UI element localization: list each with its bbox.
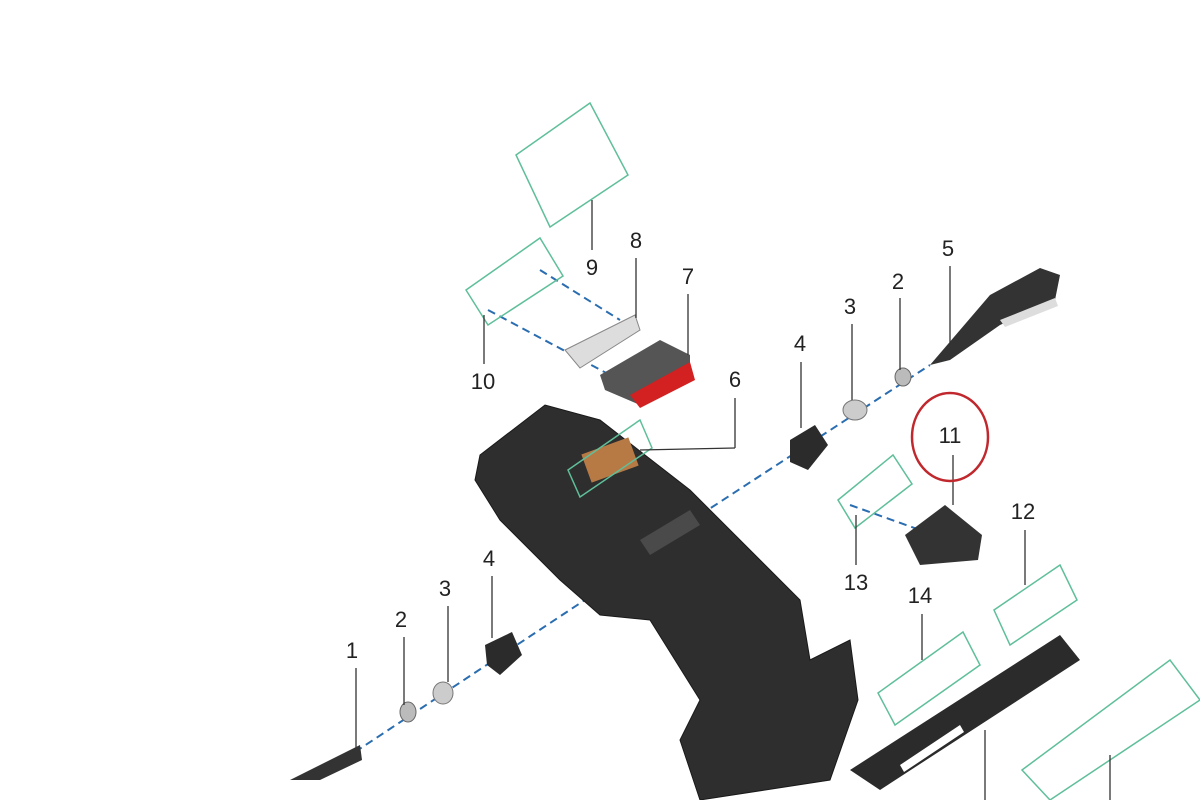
license-plate-bracket bbox=[850, 635, 1080, 790]
turn-signal-right bbox=[930, 268, 1060, 365]
label-part-13: 13 bbox=[843, 570, 869, 595]
light-bracket bbox=[564, 314, 641, 369]
label-part-2: 2 bbox=[394, 607, 408, 632]
label-part-4: 4 bbox=[793, 331, 807, 356]
rear-fender-bracket bbox=[474, 404, 859, 800]
label-part-6: 6 bbox=[728, 367, 742, 392]
reflector-bracket bbox=[905, 505, 982, 565]
label-part-5: 5 bbox=[941, 236, 955, 261]
label-part-4: 4 bbox=[482, 546, 496, 571]
label-part-3: 3 bbox=[438, 576, 452, 601]
label-part-14: 14 bbox=[907, 583, 933, 608]
label-part-2: 2 bbox=[891, 269, 905, 294]
highlight-circle bbox=[910, 391, 990, 483]
label-part-12: 12 bbox=[1010, 499, 1036, 524]
label-part-8: 8 bbox=[629, 228, 643, 253]
part-6-pad bbox=[581, 437, 639, 483]
label-part-10: 10 bbox=[470, 369, 496, 394]
label-part-3: 3 bbox=[843, 294, 857, 319]
label-part-9: 9 bbox=[585, 255, 599, 280]
label-part-11: 11 bbox=[938, 423, 962, 448]
turn-signal-left bbox=[290, 745, 362, 780]
label-part-1: 1 bbox=[345, 638, 359, 663]
fasteners bbox=[399, 367, 982, 723]
group-boxes bbox=[464, 101, 1200, 800]
label-part-7: 7 bbox=[681, 264, 695, 289]
